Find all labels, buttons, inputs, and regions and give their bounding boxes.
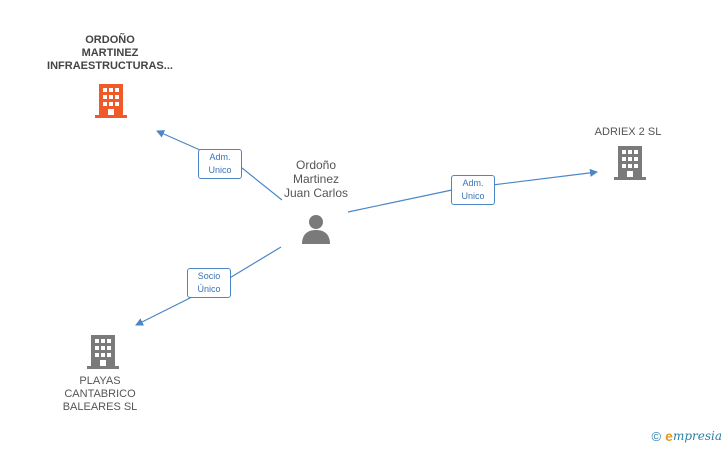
person-icon[interactable] bbox=[301, 214, 331, 244]
edge-label-socio-unico[interactable]: Socio Único bbox=[187, 268, 231, 298]
label-line: Ordoño bbox=[295, 158, 337, 172]
label-line: Juan Carlos bbox=[283, 186, 349, 200]
edge-label-adm-unico[interactable]: Adm. Unico bbox=[451, 175, 495, 205]
building-icon[interactable] bbox=[87, 335, 119, 369]
label-line: Martinez bbox=[292, 172, 339, 186]
company-playas-label[interactable]: PLAYAS CANTABRICO BALEARES SL bbox=[50, 375, 150, 414]
label-line: Adm. bbox=[209, 152, 231, 162]
label-line: Socio bbox=[197, 271, 221, 281]
label-line: PLAYAS bbox=[79, 375, 121, 387]
label-line: ADRIEX 2 SL bbox=[594, 126, 662, 138]
copyright-symbol: © bbox=[651, 428, 662, 444]
label-line: Único bbox=[197, 284, 221, 294]
company-ordono-infra-label[interactable]: ORDOÑO MARTINEZ INFRAESTRUCTURAS... bbox=[30, 34, 190, 73]
label-line: INFRAESTRUCTURAS... bbox=[47, 60, 173, 72]
brand-logo-initial: e bbox=[665, 428, 673, 444]
label-line: MARTINEZ bbox=[81, 47, 139, 59]
building-icon[interactable] bbox=[95, 84, 127, 118]
edge-label-adm-unico[interactable]: Adm. Unico bbox=[198, 149, 242, 179]
brand-logo-text: mpresia bbox=[672, 429, 722, 443]
label-line: BALEARES SL bbox=[62, 401, 138, 413]
label-line: CANTABRICO bbox=[64, 388, 136, 400]
label-line: ORDOÑO bbox=[85, 34, 135, 46]
label-line: Unico bbox=[208, 165, 232, 175]
building-icon[interactable] bbox=[614, 146, 646, 180]
label-line: Adm. bbox=[462, 178, 484, 188]
footer-brand: © e mpresia bbox=[652, 428, 722, 444]
company-adriex-label[interactable]: ADRIEX 2 SL bbox=[578, 126, 678, 139]
label-line: Unico bbox=[461, 191, 485, 201]
person-center-label[interactable]: Ordoño Martinez Juan Carlos bbox=[266, 158, 366, 200]
